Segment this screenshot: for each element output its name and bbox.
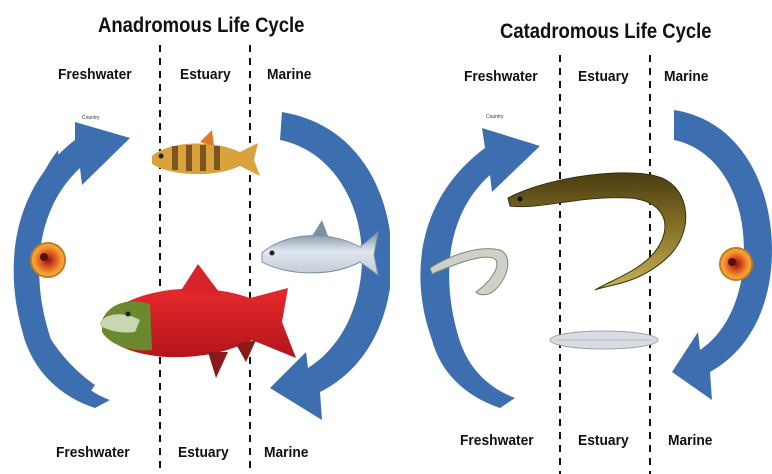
zone-label-marine: Marine bbox=[267, 66, 311, 83]
arrow-caption: Country bbox=[486, 114, 504, 120]
egg-icon bbox=[720, 248, 752, 280]
zone-label-marine: Marine bbox=[264, 444, 308, 461]
zone-label-estuary: Estuary bbox=[180, 66, 231, 83]
zone-label-marine: Marine bbox=[668, 432, 712, 449]
salmon-fry-icon bbox=[152, 130, 260, 176]
leptocephalus-icon bbox=[550, 331, 658, 349]
zone-label-freshwater: Freshwater bbox=[464, 68, 538, 85]
zone-label-freshwater: Freshwater bbox=[58, 66, 132, 83]
zone-label-estuary: Estuary bbox=[178, 444, 229, 461]
arrow-caption: Country bbox=[82, 115, 100, 121]
zone-label-freshwater: Freshwater bbox=[56, 444, 130, 461]
zone-label-estuary: Estuary bbox=[578, 68, 629, 85]
diagram-title: Catadromous Life Cycle bbox=[500, 20, 712, 44]
spawning-salmon-icon bbox=[100, 264, 296, 378]
anadromous-panel: Anadromous Life Cycle Freshwater Estuary… bbox=[0, 0, 390, 474]
egg-icon bbox=[31, 243, 65, 277]
zone-label-freshwater: Freshwater bbox=[460, 432, 534, 449]
zone-label-estuary: Estuary bbox=[578, 432, 629, 449]
eel-icon bbox=[508, 173, 686, 290]
zone-label-marine: Marine bbox=[664, 68, 708, 85]
diagram-title: Anadromous Life Cycle bbox=[98, 14, 304, 38]
catadromous-panel: Catadromous Life Cycle Freshwater Estuar… bbox=[400, 0, 772, 474]
